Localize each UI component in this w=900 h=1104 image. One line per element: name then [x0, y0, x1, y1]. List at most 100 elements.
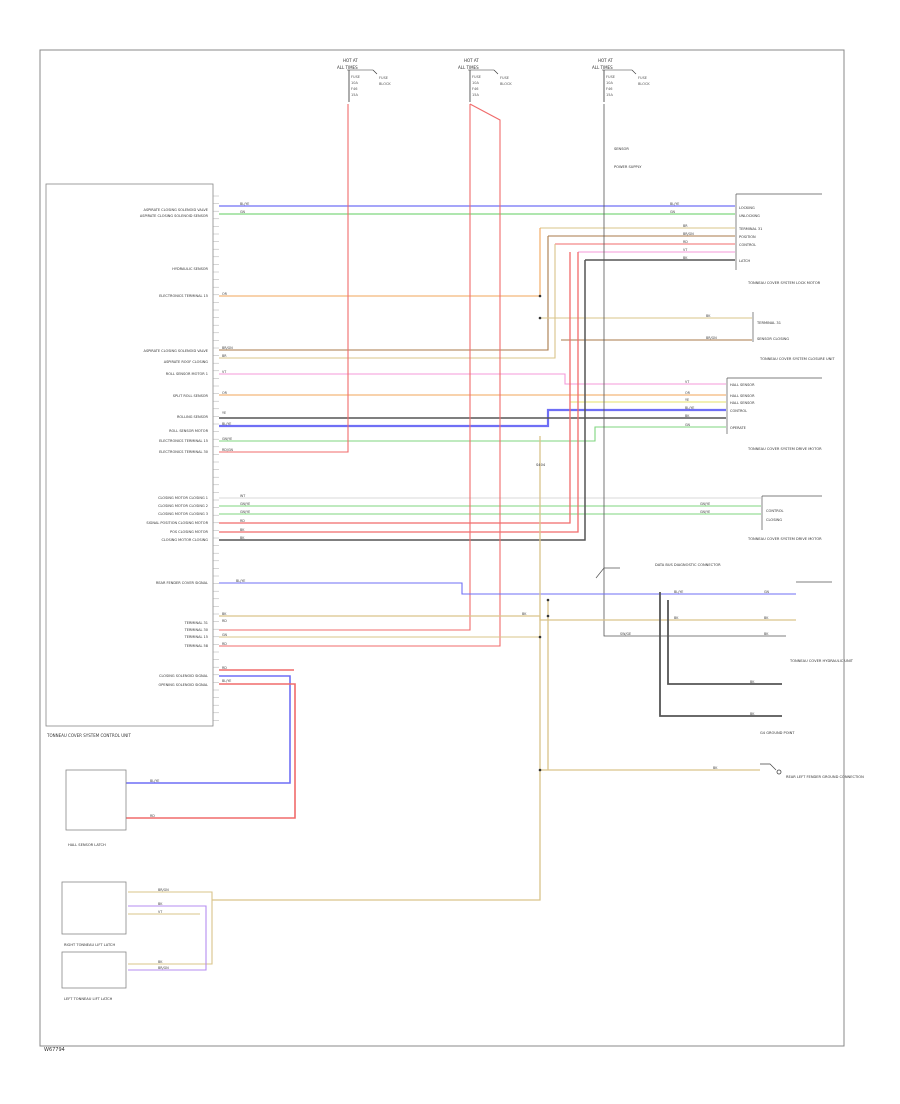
control-unit-pin-label: CLOSING MOTOR CLOSING	[161, 538, 208, 542]
wire-tag: SW/GE	[620, 632, 631, 636]
note-sensor-text: SENSOR	[614, 147, 629, 151]
wire-tag: BR	[222, 354, 227, 358]
hall-sensor-unit-pin: OPERATE	[730, 426, 746, 430]
wire-tag: VT	[222, 370, 227, 374]
fuse-label-b: 10A	[606, 81, 613, 85]
control-unit-pin-label: TERMINAL 30	[184, 628, 208, 632]
wire-tag: RD	[150, 814, 155, 818]
drive-motor-pin-1: CONTROL	[766, 509, 784, 513]
wire-tag: BK	[158, 960, 163, 964]
control-unit-pin-label: CLOSING MOTOR CLOSING 3	[158, 512, 208, 516]
control-unit-pin-label: ASPIRATE ROOF CLOSING	[164, 360, 209, 364]
control-unit-pin-label: TERMINAL 31	[184, 621, 208, 625]
control-unit-pin-label: POS CLOSING MOTOR	[170, 530, 209, 534]
wire-tag: RD	[240, 519, 245, 523]
wire-tag: BK	[522, 612, 527, 616]
control-unit-pin-label: OPENING SOLENOID SIGNAL	[159, 683, 208, 687]
right-trim-lift: RIGHT TONNEAU LIFT LATCH	[61, 881, 127, 947]
control-unit-pin-label: CLOSING SOLENOID SIGNAL	[159, 674, 208, 678]
wire-tag: BL/YE	[685, 406, 694, 410]
control-unit-pin-label: SPLIT ROLL SENSOR	[173, 394, 209, 398]
control-unit-box	[45, 183, 214, 727]
wire-tag: YE	[685, 398, 689, 402]
wire-tag: GN/YE	[700, 510, 710, 514]
wire-tag: GN	[240, 210, 246, 214]
lock-module-pin: CONTROL	[739, 243, 756, 247]
fuse-label-e: FUSE	[500, 76, 509, 80]
wire-tag: BL/YE	[222, 679, 231, 683]
left-trim-lift: LEFT TONNEAU LIFT LATCH	[61, 951, 127, 1001]
closure-pin-2: SENSOR CLOSING	[757, 337, 789, 341]
diagram-code: W67794	[44, 1047, 65, 1053]
wire-tag: BR/GN	[222, 346, 233, 350]
fuse-label-f: BLOCK	[379, 82, 391, 86]
control-unit-pin-label: ROLL SENSOR MOTOR	[169, 429, 208, 433]
lock-module-pin: LOCKING	[739, 206, 755, 210]
wire-tag: GN	[670, 210, 676, 214]
wire-red-signal	[219, 252, 579, 533]
control-unit-pin-label: SIGNAL POSITION CLOSING MOTOR	[146, 521, 208, 525]
control-unit-pin-label: ASPIRATE CLOSING SOLENOID VALVE	[144, 349, 208, 353]
wire-tag: RD	[683, 240, 688, 244]
hall-sensor-unit-pin: HALL SENSOR	[730, 394, 755, 398]
fuse-label-b: 10A	[351, 81, 358, 85]
wire-tag: BK	[750, 712, 755, 716]
wire-tag: RD/GN	[222, 448, 233, 452]
splice-dot	[538, 316, 542, 320]
wire-pink-hall1	[219, 373, 726, 385]
wire-tags: BL/YEGNBL/YEGNORBR/GNBRVTORYEBL/YEGN/YER…	[114, 202, 770, 970]
control-unit-pin-label: CLOSING MOTOR CLOSING 1	[158, 496, 208, 500]
lock-module-pin: POSITION	[739, 235, 756, 239]
wire-tag: BL/YE	[236, 579, 245, 583]
splice-dot	[546, 614, 550, 618]
ground-point: G4 GROUND POINT	[760, 731, 795, 735]
wire-tag: GN	[685, 423, 691, 427]
fuse-label-c: F46	[606, 87, 612, 91]
fuse-label-e: FUSE	[379, 76, 388, 80]
lock-module-name: TONNEAU COVER SYSTEM LOCK MOTOR	[747, 281, 821, 285]
wire-red-hall-latch	[112, 683, 296, 819]
wire-tag: RD	[222, 642, 227, 646]
fuse-label-top: HOT AT	[343, 58, 358, 63]
wire-gray-fuse3	[603, 104, 786, 637]
fuse-label-c: F46	[472, 87, 478, 91]
wire-tag: GN	[764, 590, 770, 594]
wire-tag: BK	[764, 616, 769, 620]
wire-tag: BK	[764, 632, 769, 636]
wire-red-fuse2b	[219, 103, 501, 647]
wire-tan-latch	[212, 770, 541, 901]
control-unit-pin-label: ROLLING SENSOR	[177, 415, 209, 419]
wire-red-fuse2	[219, 104, 471, 631]
fuse-label-b: 10A	[472, 81, 479, 85]
wire-gray-ground2	[667, 600, 782, 685]
wire-tag: GN/YE	[222, 437, 232, 441]
fuse-block-1: HOT AT ALL TIMES FUSE 10A F46 15A FUSE B…	[337, 58, 391, 102]
wire-tag: GN/YE	[240, 510, 250, 514]
wire-tag: BK	[158, 902, 163, 906]
wire-tag: BR/GN	[706, 336, 717, 340]
closure-pin-1: TERMINAL 31	[756, 321, 781, 325]
fuse-label-d: 15A	[472, 93, 479, 97]
wire-tag: BR/GN	[158, 888, 169, 892]
wire-green-operate	[219, 426, 726, 442]
splice-dot	[538, 294, 542, 298]
fuse-label-d: 15A	[606, 93, 613, 97]
wire-tag: OR	[222, 391, 228, 395]
splice-dot	[538, 768, 542, 772]
wire-tag: BK	[222, 612, 227, 616]
fuse-label-mid: ALL TIMES	[337, 65, 358, 70]
wire-tag: YE	[222, 411, 226, 415]
power-unit: TONNEAU COVER HYDRAULIC UNIT	[789, 581, 854, 663]
fuse-block-2: HOT AT ALL TIMES FUSE 10A F46 15A FUSE B…	[458, 58, 512, 102]
wire-tag: VT	[683, 248, 688, 252]
fuse-label-a: FUSE	[351, 75, 360, 79]
wire-tag: BR	[683, 224, 688, 228]
wire-tag: BK	[750, 680, 755, 684]
control-unit-pin-label: ASPIRATE CLOSING SOLENOID SENSOR	[140, 214, 209, 218]
wire-tag: BL/YE	[240, 202, 249, 206]
control-unit-pin-label: ELECTRONICS TERMINAL 30	[159, 450, 208, 454]
closure-unit: TERMINAL 31 SENSOR CLOSING TONNEAU COVER…	[752, 312, 835, 361]
